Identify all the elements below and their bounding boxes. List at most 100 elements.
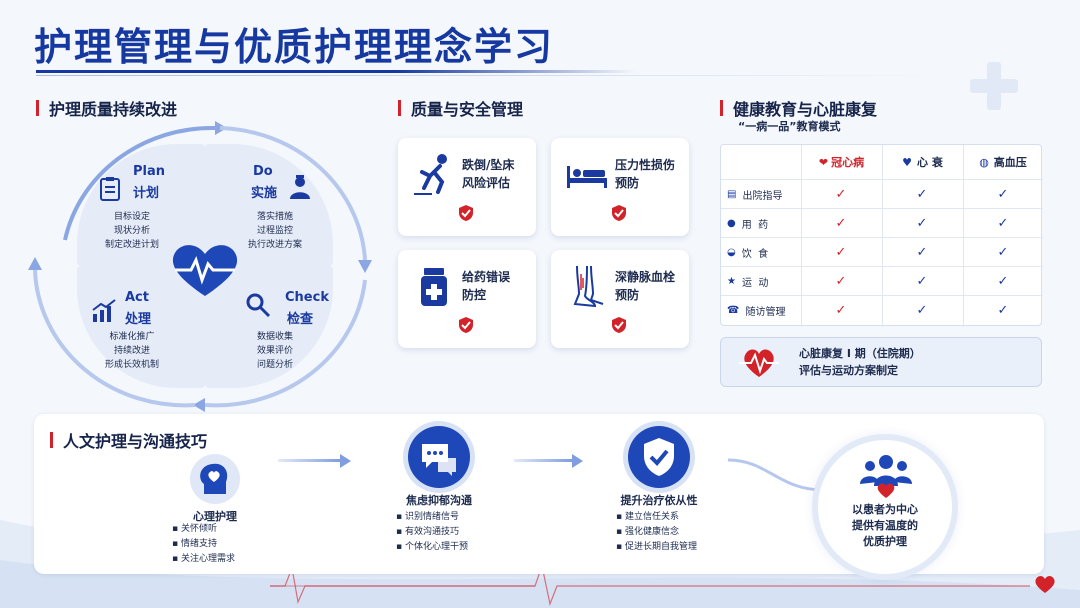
section-title: 健康教育与心脏康复 bbox=[733, 100, 878, 119]
check-mark: ✓ bbox=[835, 303, 847, 318]
step-item: ▪ 关怀倾听 bbox=[172, 524, 217, 534]
card-text: 跌倒/坠床风险评估 bbox=[462, 156, 514, 192]
check-mark: ✓ bbox=[835, 274, 847, 289]
flow-arrowhead bbox=[572, 454, 583, 468]
section-header-safety: 质量与安全管理 bbox=[398, 96, 523, 120]
flow-arrow bbox=[514, 459, 572, 462]
card-line: 给药错误 bbox=[462, 270, 511, 284]
step-item: ▪ 促进长期自我管理 bbox=[616, 542, 697, 552]
cycle-arrows bbox=[28, 121, 372, 412]
check-mark: ✓ bbox=[916, 274, 928, 289]
check-label-en: Check bbox=[285, 290, 329, 305]
safety-card-fall: 跌倒/坠床风险评估 bbox=[398, 138, 536, 236]
step-items: ▪ 建立信任关系 ▪ 强化健康信念 ▪ 促进长期自我管理 bbox=[616, 510, 697, 555]
shield-check-icon bbox=[628, 426, 690, 488]
medicine-bottle-icon bbox=[421, 268, 447, 306]
rehab-text: 心脏康复 I 期（住院期） 评估与运动方案制定 bbox=[799, 345, 921, 379]
step-item: ▪ 情绪支持 bbox=[172, 539, 217, 549]
row-label: ★运 动 bbox=[725, 267, 805, 296]
leg-icon bbox=[573, 265, 604, 308]
check-item: 问题分析 bbox=[256, 360, 293, 370]
section-title: 人文护理与沟通技巧 bbox=[63, 432, 208, 451]
step-item: ▪ 强化健康信念 bbox=[616, 527, 679, 537]
pdca-cycle: Plan 计划 目标设定 现状分析 制定改进计划 Do 实施 落实措施 过程监控… bbox=[25, 120, 385, 415]
shield-check-icon bbox=[459, 205, 473, 221]
check-mark: ✓ bbox=[916, 187, 928, 202]
patient-center-badge: 以患者为中心 提供有温度的 优质护理 bbox=[818, 440, 952, 574]
nurse-icon bbox=[290, 175, 310, 199]
flow-arrowhead bbox=[340, 454, 351, 468]
table-row: ●用 药 ✓ ✓ ✓ bbox=[721, 208, 1043, 237]
patient-line: 优质护理 bbox=[863, 535, 907, 548]
row-label-text: 出院指导 bbox=[742, 191, 783, 202]
table-row: ▤出院指导 ✓ ✓ ✓ bbox=[721, 179, 1043, 208]
do-items: 落实措施 过程监控 执行改进方案 bbox=[220, 210, 330, 252]
step-item: ▪ 个体化心理干预 bbox=[396, 542, 468, 552]
patient-center-text: 以患者为中心 提供有温度的 优质护理 bbox=[818, 502, 952, 550]
table-row: ◒饮 食 ✓ ✓ ✓ bbox=[721, 237, 1043, 266]
bed-icon bbox=[567, 166, 607, 188]
rehab-line: 心脏康复 I 期（住院期） bbox=[799, 347, 921, 360]
table-divider bbox=[801, 145, 802, 327]
column-label: 高血压 bbox=[993, 156, 1027, 169]
act-label-en: Act bbox=[125, 290, 149, 305]
check-mark: ✓ bbox=[997, 187, 1009, 202]
food-icon: ◒ bbox=[727, 247, 736, 258]
table-row: ☎随访管理 ✓ ✓ ✓ bbox=[721, 295, 1043, 326]
step-items: ▪ 关怀倾听 ▪ 情绪支持 ▪ 关注心理需求 bbox=[172, 522, 235, 567]
do-item: 过程监控 bbox=[256, 226, 293, 236]
section-title: 质量与安全管理 bbox=[411, 100, 524, 119]
card-text: 深静脉血栓预防 bbox=[615, 268, 675, 304]
section-title: 护理质量持续改进 bbox=[49, 100, 178, 119]
act-items: 标准化推广 持续改进 形成长效机制 bbox=[77, 330, 187, 372]
safety-card-medication: 给药错误防控 bbox=[398, 250, 536, 348]
row-label-text: 运 动 bbox=[741, 278, 769, 289]
section-header-health: 健康教育与心脏康复 bbox=[720, 96, 877, 120]
plan-item: 现状分析 bbox=[113, 226, 150, 236]
column-header-chd: ❤冠心病 bbox=[801, 145, 882, 179]
check-mark: ✓ bbox=[835, 216, 847, 231]
flow-arrow bbox=[278, 459, 340, 462]
check-item: 效果评价 bbox=[256, 346, 293, 356]
section-header-pdca: 护理质量持续改进 bbox=[36, 96, 177, 120]
row-label: ▤出院指导 bbox=[725, 180, 805, 209]
step-title: 焦虑抑郁沟通 bbox=[406, 494, 472, 507]
column-header-hf: ♥心 衰 bbox=[882, 145, 963, 179]
patient-line: 提供有温度的 bbox=[852, 519, 918, 532]
heart-icon bbox=[1035, 576, 1055, 593]
clipboard-icon bbox=[100, 177, 120, 201]
medical-cross-icon bbox=[970, 62, 1018, 110]
shield-check-icon bbox=[612, 205, 626, 221]
step-items: ▪ 识别情绪信号 ▪ 有效沟通技巧 ▪ 个体化心理干预 bbox=[396, 510, 468, 555]
shield-check-icon bbox=[459, 317, 473, 333]
plan-items: 目标设定 现状分析 制定改进计划 bbox=[77, 210, 187, 252]
safety-card-pressure: 压力性损伤预防 bbox=[551, 138, 689, 236]
card-line: 深静脉血栓 bbox=[615, 270, 676, 284]
blood-pressure-icon: ◍ bbox=[979, 155, 989, 169]
shield-check-icon bbox=[612, 317, 626, 333]
bar-chart-icon bbox=[92, 299, 116, 322]
heart-pulse-icon: ♥ bbox=[902, 155, 913, 169]
title-underline-thin bbox=[36, 75, 936, 76]
rehab-line: 评估与运动方案制定 bbox=[799, 364, 898, 377]
plan-label-cn: 计划 bbox=[133, 186, 160, 201]
check-mark: ✓ bbox=[997, 216, 1009, 231]
card-text: 给药错误防控 bbox=[462, 268, 510, 304]
patient-group-icon bbox=[860, 455, 912, 498]
check-mark: ✓ bbox=[916, 245, 928, 260]
title-underline bbox=[36, 70, 636, 73]
health-education-table: ❤冠心病 ♥心 衰 ◍ 高血压 ▤出院指导 ✓ ✓ ✓ ●用 药 ✓ ✓ ✓ ◒饮… bbox=[720, 144, 1043, 327]
table-divider bbox=[882, 145, 883, 327]
flow-curve bbox=[728, 458, 825, 492]
magnifier-icon bbox=[246, 293, 271, 318]
check-items: 数据收集 效果评价 问题分析 bbox=[220, 330, 330, 372]
section-header-humanistic: 人文护理与沟通技巧 bbox=[50, 428, 207, 452]
act-item: 标准化推广 bbox=[109, 332, 155, 342]
phone-icon: ☎ bbox=[727, 305, 740, 316]
table-row: ★运 动 ✓ ✓ ✓ bbox=[721, 266, 1043, 295]
do-label-en: Do bbox=[253, 164, 273, 179]
cardiac-rehab-box: 心脏康复 I 期（住院期） 评估与运动方案制定 bbox=[720, 337, 1042, 387]
row-label: ●用 药 bbox=[725, 209, 805, 238]
row-label-text: 随访管理 bbox=[745, 307, 786, 318]
